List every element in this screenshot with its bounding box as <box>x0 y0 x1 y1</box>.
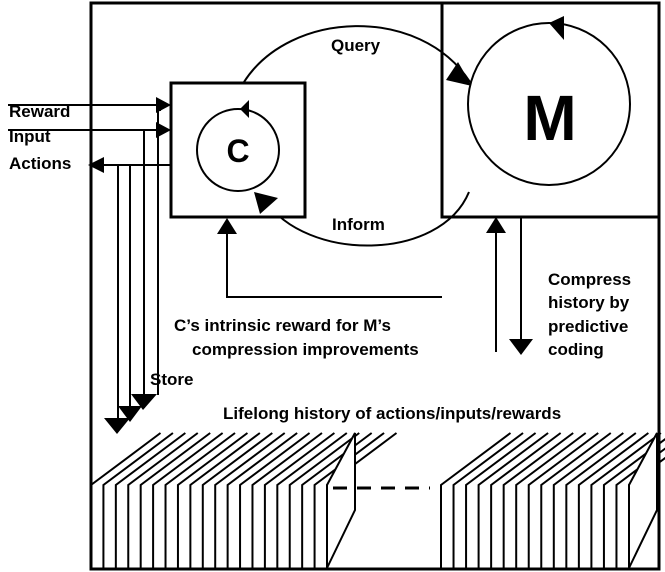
controller-cycle-arrow-icon <box>240 100 249 118</box>
intrinsic-reward-line1: C’s intrinsic reward for M’s <box>174 316 391 335</box>
inform-arc <box>264 191 470 247</box>
history-sheet <box>189 432 261 568</box>
history-sheet <box>502 432 574 568</box>
model-box <box>440 1 661 219</box>
history-sheet <box>615 447 665 568</box>
intrinsic-reward-line <box>226 232 442 298</box>
controller-circle <box>196 108 280 192</box>
history-sheet <box>102 432 174 568</box>
history-sheet <box>477 432 549 568</box>
history-sheet <box>288 432 360 568</box>
model-cycle-arrow-icon <box>549 16 564 40</box>
history-sheet <box>590 432 662 568</box>
history-sheet <box>452 432 524 568</box>
controller-label: C <box>226 133 249 169</box>
history-sheet <box>176 432 249 568</box>
intrinsic-reward-line2: compression improvements <box>192 340 419 359</box>
query-arrowhead <box>446 62 472 86</box>
query-arc <box>243 25 471 83</box>
history-sheet <box>565 432 637 568</box>
compress-line2: history by <box>548 293 630 312</box>
history-sheet <box>139 432 211 568</box>
actions-label: Actions <box>9 154 71 173</box>
history-stack-left <box>90 432 398 569</box>
actions-arrowhead <box>88 157 104 173</box>
history-sheet <box>239 432 311 568</box>
history-sheet <box>214 432 286 568</box>
intrinsic-reward-arrowhead <box>217 218 237 234</box>
compress-line3: predictive <box>548 317 628 336</box>
history-sheet <box>552 432 624 568</box>
outer-frame <box>89 1 661 571</box>
history-sheet-front <box>628 432 658 569</box>
history-sheet <box>276 432 348 568</box>
history-sheet <box>440 432 512 568</box>
compress-line1: Compress <box>548 270 631 289</box>
inform-arrowhead-shape <box>254 192 278 214</box>
history-sheet <box>313 432 385 568</box>
history-sheet <box>90 432 162 568</box>
store-arrowhead-3 <box>104 418 130 434</box>
history-stack-right <box>440 432 665 569</box>
compress-line4: coding <box>548 340 604 359</box>
history-sheet <box>127 432 199 568</box>
history-sheet <box>490 432 562 568</box>
history-sheet <box>465 432 537 568</box>
history-sheet <box>201 432 273 568</box>
inform-label: Inform <box>332 215 385 234</box>
history-sheet <box>114 432 186 568</box>
reward-label: Reward <box>9 102 70 121</box>
history-label: Lifelong history of actions/inputs/rewar… <box>223 404 561 423</box>
history-sheet-front <box>326 432 356 569</box>
controller-box <box>169 81 307 219</box>
history-sheet <box>226 432 298 568</box>
store-arrowhead-2 <box>118 406 142 422</box>
history-sheet <box>152 432 224 568</box>
history-sheet <box>263 432 335 568</box>
compress-up-arrowhead <box>486 217 506 233</box>
history-sheet <box>540 432 612 568</box>
model-label: M <box>523 82 576 154</box>
history-sheet <box>251 432 323 568</box>
history-sheet <box>577 432 649 568</box>
history-sheet <box>527 432 599 568</box>
store-arrowhead-1 <box>131 394 157 410</box>
input-arrowhead <box>156 122 171 138</box>
compress-down-arrowhead <box>509 339 533 355</box>
input-label: Input <box>9 127 51 146</box>
history-sheet <box>164 432 236 568</box>
query-label: Query <box>331 36 381 55</box>
store-line-reward <box>157 105 161 395</box>
store-label: Store <box>150 370 193 389</box>
history-sheet <box>515 432 587 568</box>
